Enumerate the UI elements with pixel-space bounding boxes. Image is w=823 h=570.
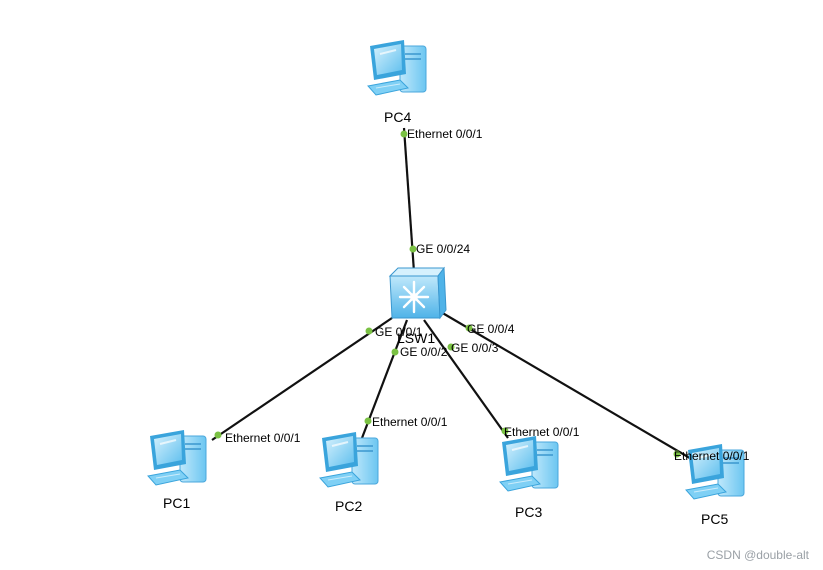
pc-icon (499, 435, 559, 492)
pc4-port-label: Ethernet 0/0/1 (407, 127, 483, 141)
lsw1-port-ge004-label: GE 0/0/4 (467, 322, 515, 336)
pc5-port-label: Ethernet 0/0/1 (674, 449, 750, 463)
port-dot (364, 417, 372, 425)
pc1-label: PC1 (163, 495, 190, 511)
lsw1-port-ge003-label: GE 0/0/3 (451, 341, 499, 355)
lsw1-port-ge0024-label: GE 0/0/24 (416, 242, 470, 256)
link-lsw1-pc5[interactable] (433, 307, 701, 465)
pc3-port-label: Ethernet 0/0/1 (504, 425, 580, 439)
lsw1-node[interactable]: LSW1 (388, 266, 447, 346)
pc5-node[interactable]: PC5 (685, 443, 745, 527)
port-dot (400, 130, 408, 138)
pc1-port-label: Ethernet 0/0/1 (225, 431, 301, 445)
link-lsw1-pc3[interactable] (423, 319, 509, 439)
link-lsw1-pc1[interactable] (211, 317, 393, 441)
pc-icon (367, 39, 427, 96)
pc5-label: PC5 (701, 511, 728, 527)
port-dot (501, 427, 509, 435)
port-dot (214, 431, 222, 439)
pc3-node[interactable]: PC3 (499, 435, 559, 520)
lsw1-port-ge002-label: GE 0/0/2 (400, 345, 448, 359)
pc3-label: PC3 (515, 504, 542, 520)
pc2-node[interactable]: PC2 (319, 431, 379, 514)
pc2-port-label: Ethernet 0/0/1 (372, 415, 448, 429)
switch-icon (388, 266, 447, 320)
watermark: CSDN @double-alt (706, 548, 809, 562)
pc2-label: PC2 (335, 498, 362, 514)
pc4-node[interactable]: PC4 (367, 39, 427, 125)
port-dot (447, 343, 455, 351)
port-dot (365, 327, 373, 335)
pc-icon (147, 429, 207, 486)
port-dot (409, 245, 417, 253)
lsw1-label: LSW1 (397, 330, 435, 346)
pc1-node[interactable]: PC1 (147, 429, 207, 511)
port-dot (465, 324, 473, 332)
lsw1-port-ge001-label: GE 0/0/1 (375, 325, 423, 339)
port-dot (673, 450, 681, 458)
pc4-label: PC4 (384, 109, 411, 125)
pc-icon (319, 431, 379, 488)
port-dot (391, 348, 399, 356)
